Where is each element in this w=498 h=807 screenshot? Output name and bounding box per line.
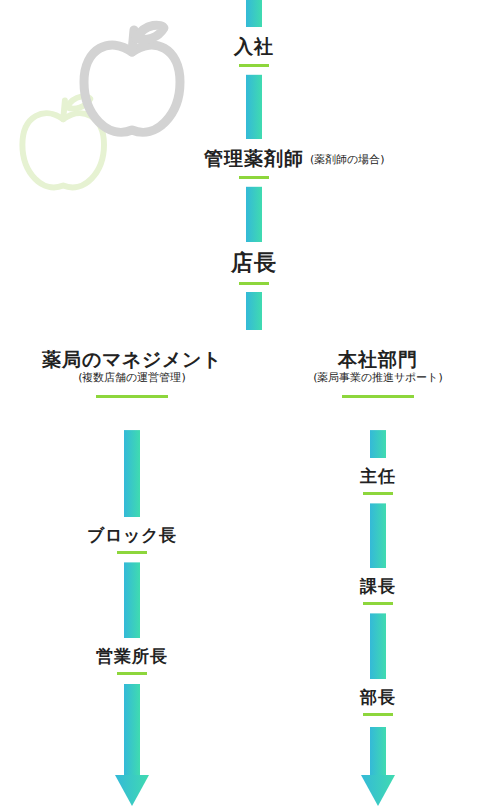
step-underline: [363, 713, 393, 716]
step-note: (薬剤師の場合): [310, 153, 385, 166]
step-underline: [363, 602, 393, 605]
step-title: 部長: [360, 687, 396, 707]
arrow-shaft: [370, 727, 386, 778]
step-subtitle: (薬局事業の推進サポート): [313, 371, 443, 385]
step-underline: [239, 282, 269, 285]
step-title: 課長: [360, 576, 396, 596]
arrow-head: [361, 775, 395, 806]
career-step: 営業所長: [96, 646, 168, 675]
career-step: 管理薬剤師(薬剤師の場合): [204, 147, 304, 179]
career-step: 課長: [360, 576, 396, 605]
career-step: 入社: [234, 35, 274, 67]
step-underline: [239, 176, 269, 179]
path-connector: [370, 430, 386, 458]
path-connector: [124, 430, 140, 517]
step-underline: [342, 395, 414, 398]
connector-bar: [246, 75, 262, 139]
career-step: 本社部門(薬局事業の推進サポート): [313, 348, 443, 398]
step-title: ブロック長: [87, 525, 177, 545]
step-underline: [239, 64, 269, 67]
step-title: 管理薬剤師(薬剤師の場合): [204, 147, 304, 170]
career-step: 店長: [231, 250, 277, 285]
connector-bar: [370, 430, 386, 458]
career-step: 薬局のマネジメント(複数店舗の運営管理): [42, 348, 222, 398]
career-step: 主任: [360, 466, 396, 495]
career-step: ブロック長: [87, 525, 177, 554]
path-connector: [246, 187, 262, 242]
apple-illustration: [22, 25, 180, 187]
step-underline: [96, 395, 168, 398]
step-underline: [117, 672, 147, 675]
path-connector: [246, 75, 262, 139]
arrow-head: [115, 775, 149, 806]
step-title: 店長: [231, 250, 277, 276]
path-connector: [124, 562, 140, 638]
path-bars: [115, 0, 395, 806]
connector-bar: [246, 187, 262, 242]
step-underline: [117, 551, 147, 554]
step-subtitle: (複数店舗の運営管理): [42, 371, 222, 385]
step-title: 入社: [234, 35, 274, 58]
step-title: 主任: [360, 466, 396, 486]
start-bar: [246, 0, 262, 27]
arrow-shaft: [124, 684, 140, 778]
connector-bar: [124, 430, 140, 517]
career-step: 部長: [360, 687, 396, 716]
step-title: 薬局のマネジメント: [42, 348, 222, 371]
connector-bar: [370, 613, 386, 679]
path-connector: [370, 503, 386, 568]
branch-bar: [246, 292, 262, 330]
step-title: 営業所長: [96, 646, 168, 666]
step-underline: [363, 492, 393, 495]
connector-bar: [370, 503, 386, 568]
step-title: 本社部門: [313, 348, 443, 371]
connector-bar: [124, 562, 140, 638]
path-connector: [370, 613, 386, 679]
